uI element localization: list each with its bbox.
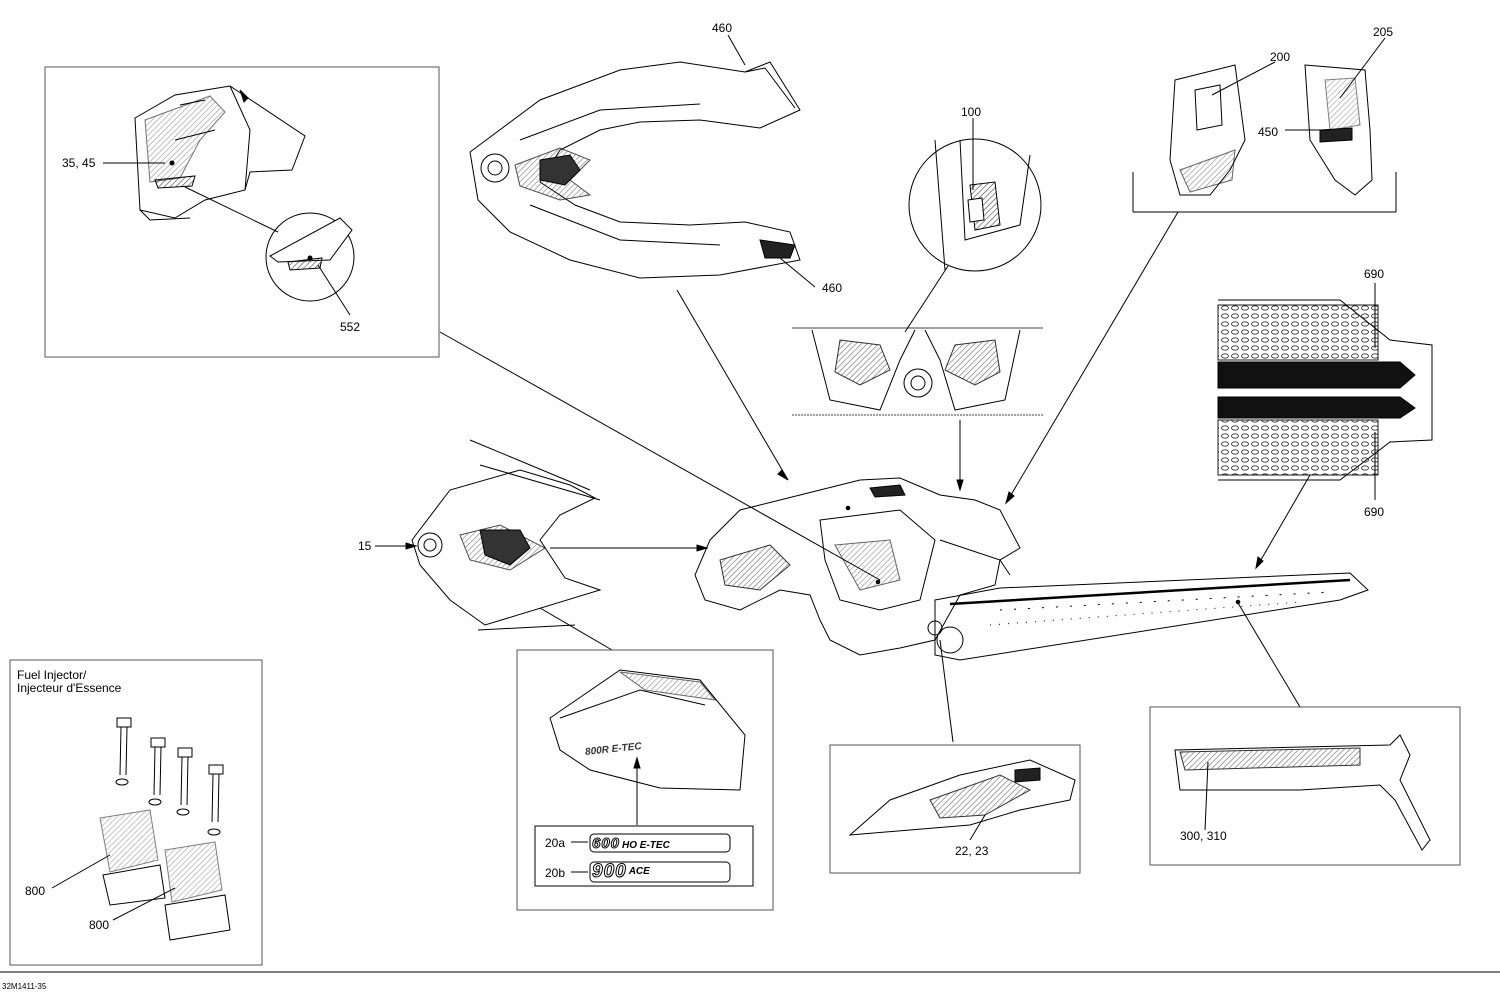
fuel-injector-title-fr: Injecteur d'Essence	[17, 681, 122, 695]
decal-900-number: 900	[592, 861, 627, 882]
callout-15: 15	[358, 539, 372, 553]
bolt-2	[148, 737, 166, 806]
callout-690-top: 690	[1364, 267, 1385, 281]
callout-35-45: 35, 45	[62, 156, 96, 170]
callout-800-b: 800	[89, 918, 110, 932]
callout-100: 100	[961, 105, 982, 119]
decal-900-suffix: ACE	[628, 866, 650, 877]
engine-decal-drawing	[534, 669, 754, 887]
callout-690-bottom: 690	[1364, 505, 1385, 519]
bolt-4	[207, 764, 224, 836]
callout-200: 200	[1270, 50, 1291, 64]
inset-frame-tunnel-side	[1149, 706, 1461, 866]
reference-code: 32M1411-35	[2, 982, 47, 991]
bolt-3	[176, 747, 193, 816]
inset-frame-hood-side	[829, 744, 1081, 874]
callout-22-23: 22, 23	[955, 844, 989, 858]
front-nose-part	[375, 439, 709, 651]
callout-20a: 20a	[545, 836, 566, 850]
bolt-1	[115, 717, 132, 786]
callout-460-bottom: 460	[822, 281, 843, 295]
fuel-injector-title-en: Fuel Injector/	[17, 668, 87, 682]
tunnel-top-view	[1217, 283, 1433, 570]
hood-side-drawing	[848, 759, 1076, 841]
detail-circle-100	[904, 118, 1042, 333]
inset-frame-fuel-injector	[9, 659, 263, 966]
inset-frame-side-panel	[44, 66, 440, 358]
callout-800-a: 800	[25, 884, 46, 898]
callout-552: 552	[340, 320, 361, 334]
tunnel-side-drawing	[1174, 734, 1431, 851]
callout-205: 205	[1373, 25, 1394, 39]
callout-20b: 20b	[545, 866, 566, 880]
fuel-injector-drawing	[51, 717, 231, 941]
callout-450: 450	[1258, 125, 1279, 139]
fuel-injector-title: Fuel Injector/ Injecteur d'Essence	[17, 669, 121, 695]
hood-part	[469, 34, 816, 481]
main-body	[439, 331, 1369, 743]
inset-frame-engine-decal	[516, 649, 774, 911]
callout-460-top: 460	[712, 21, 733, 35]
decal-600-suffix: HO E-TEC	[622, 840, 670, 851]
side-panel-inset	[103, 85, 355, 316]
callout-300-310: 300, 310	[1180, 829, 1227, 843]
front-view-strip	[792, 327, 1043, 492]
decal-600-number: 600	[591, 835, 621, 853]
side-panels-pair	[1005, 37, 1397, 505]
